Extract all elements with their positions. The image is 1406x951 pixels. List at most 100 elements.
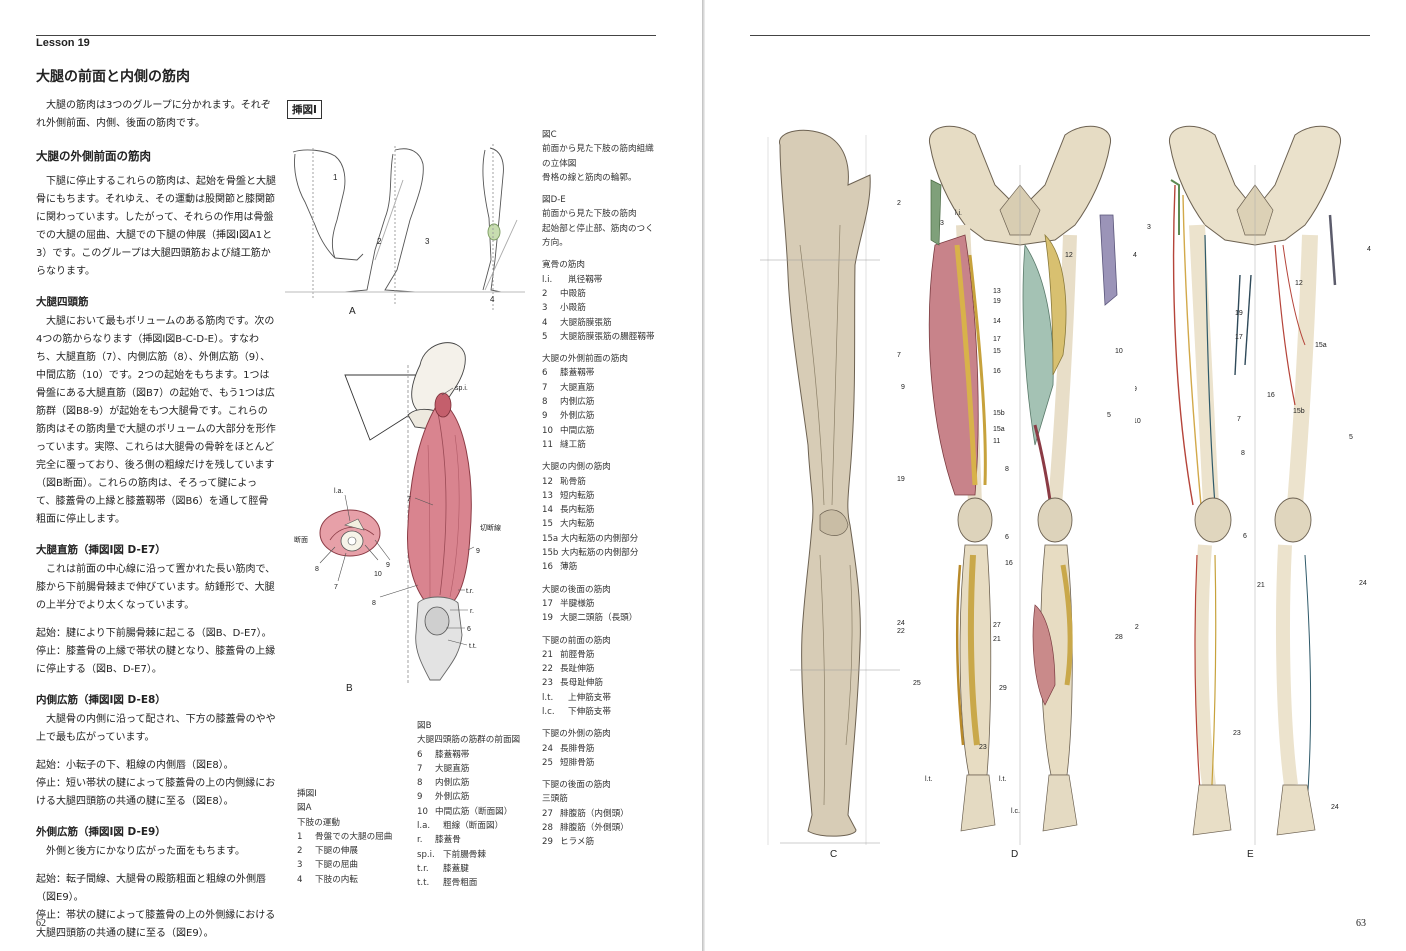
- caption-text: 下肢の運動: [297, 817, 340, 828]
- caption-line: の立体図: [542, 157, 655, 171]
- anatomy-label: 6: [1243, 533, 1247, 540]
- body-paragraph: 外側と後方にかなり広がった面をもちます。: [36, 846, 245, 857]
- figure-b-quadriceps: sp.i. l.a. 断面 切断線 7 8 7 9 10 9 8 t.r. r.…: [294, 342, 501, 685]
- caption-line: 大腿の内側の筋肉: [542, 460, 655, 474]
- figure-e-letter: E: [1247, 849, 1254, 860]
- caption-text: 骨盤での大腿の屈曲: [315, 831, 393, 842]
- caption-text: 内側広筋: [435, 778, 470, 789]
- caption-line: 下肢の運動: [297, 816, 392, 830]
- caption-text: 大腿四頭筋の筋群の前面図: [417, 735, 521, 746]
- figure-e-leg-muscle-attachments: 23412191715a791615b10581962124222324: [1135, 125, 1371, 845]
- caption-number: 14: [542, 505, 553, 516]
- anatomy-label: 3: [1147, 224, 1151, 231]
- lesson-number: Lesson 19: [36, 37, 90, 49]
- caption-number: 6: [417, 749, 423, 760]
- caption-line: 挿図I: [297, 787, 392, 801]
- anatomy-label: 8: [1241, 450, 1245, 457]
- figB-label-7: 7: [407, 496, 411, 503]
- caption-number: l.a.: [417, 821, 431, 832]
- anatomy-label: 5: [1349, 434, 1353, 441]
- figB-label-8: 8: [372, 600, 376, 607]
- caption-text: 前面から見た下肢の筋肉: [542, 209, 637, 220]
- anatomy-label: 23: [979, 744, 987, 751]
- anatomy-label: 15b: [1293, 408, 1305, 415]
- caption-number: 8: [417, 778, 423, 789]
- caption-text: 前面から見た下肢の筋肉組織: [542, 144, 654, 155]
- figA-num-4: 4: [490, 295, 495, 304]
- caption-line: 下腿の前面の筋肉: [542, 634, 655, 648]
- figA-num-1: 1: [333, 173, 338, 182]
- caption-line: 三頭筋: [542, 792, 655, 806]
- figB-label-spi: sp.i.: [455, 385, 468, 392]
- caption-line: 大腿の後面の筋肉: [542, 583, 655, 597]
- caption-line: sp.i.下前腸骨棘: [417, 848, 520, 862]
- anatomy-label: 9: [901, 384, 905, 391]
- caption-line: 4 大腿筋膜張筋: [542, 316, 655, 330]
- figB-label-cutline: 切断線: [480, 523, 501, 532]
- caption-number: 2: [542, 288, 548, 299]
- caption-text: 起始部と停止部、筋肉のつく: [542, 223, 654, 234]
- figure-c-letter: C: [830, 849, 838, 860]
- body-spacer: [36, 861, 276, 871]
- caption-number: t.r.: [417, 863, 429, 874]
- caption-text: 挿図I: [297, 789, 317, 799]
- caption-text: 下腿の伸展: [315, 846, 358, 857]
- caption-number: 19: [542, 613, 553, 624]
- figB-label-10-section: 10: [374, 571, 382, 578]
- caption-text: 大腿筋膜張筋: [560, 317, 612, 328]
- caption-number: 9: [417, 792, 423, 803]
- caption-text: 中殿筋: [560, 288, 586, 299]
- caption-number: 15: [542, 519, 553, 530]
- caption-number: 28: [542, 823, 553, 834]
- anatomy-label: 12: [1065, 252, 1073, 259]
- figure-label: 挿図I: [287, 100, 322, 119]
- caption-text: 鼡径靱帯: [568, 274, 603, 285]
- anatomy-label: 15a: [993, 426, 1005, 433]
- caption-line: 12 恥骨筋: [542, 475, 655, 489]
- caption-line: 図A: [297, 801, 392, 815]
- caption-number: 1: [297, 831, 303, 842]
- body-paragraph: 起始：小転子の下、粗線の内側唇（図E8）。: [36, 760, 234, 771]
- caption-text: 下腿の前面の筋肉: [542, 635, 611, 646]
- caption-line: l.t.上伸筋支帯: [542, 691, 655, 705]
- body-spacer: [36, 615, 276, 625]
- anatomy-label: 23: [1233, 730, 1241, 737]
- anatomy-label: 19: [897, 476, 905, 483]
- caption-text: 下伸筋支帯: [568, 706, 611, 717]
- caption-spacer: [542, 626, 655, 634]
- caption-number: 12: [542, 476, 553, 487]
- figB-label-6: 6: [467, 626, 471, 633]
- caption-text: 半腱様筋: [560, 598, 595, 609]
- caption-text: 外側広筋: [560, 411, 595, 422]
- caption-number: 27: [542, 808, 553, 819]
- caption-text: 骨格の線と筋肉の輪郭。: [542, 172, 637, 183]
- caption-text: 大腿の内側の筋肉: [542, 462, 611, 473]
- caption-line: 1 骨盤での大腿の屈曲: [297, 830, 392, 844]
- caption-line: 起始部と停止部、筋肉のつく: [542, 222, 655, 236]
- figure-a-leg-movements: 1 2 3 4: [285, 144, 525, 310]
- caption-number: 4: [542, 317, 548, 328]
- caption-line: 15a 大内転筋の内側部分: [542, 532, 655, 546]
- anatomy-label: 17: [1235, 334, 1243, 341]
- caption-number: 8: [542, 397, 548, 408]
- caption-text: 下腿の屈曲: [315, 860, 358, 871]
- caption-text: 膝蓋腱: [443, 863, 469, 874]
- body-paragraph: 停止：短い帯状の腱によって膝蓋骨の上の内側縁における大腿四頭筋の共通の腱に至る（…: [36, 778, 276, 807]
- caption-text: 恥骨筋: [560, 476, 586, 487]
- caption-text: 長趾伸筋: [560, 664, 595, 675]
- anatomy-label: 7: [1237, 416, 1241, 423]
